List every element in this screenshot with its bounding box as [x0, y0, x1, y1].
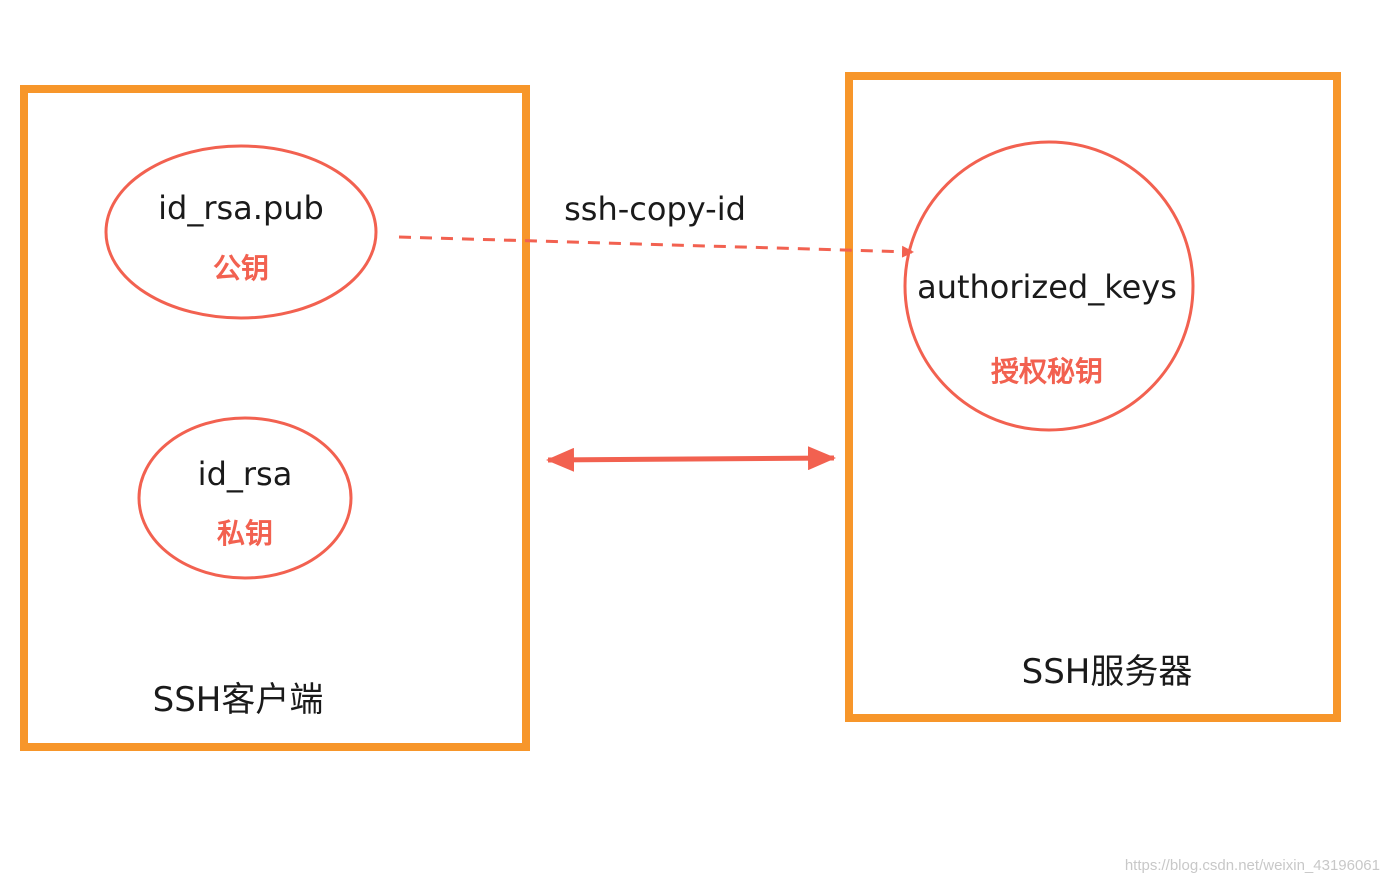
client-box: [20, 85, 530, 751]
connection-arrow: [546, 446, 836, 472]
public-key-name: id_rsa.pub: [158, 189, 324, 227]
authorized-keys-caption: 授权秘钥: [991, 355, 1103, 388]
server-label: SSH服务器: [1022, 652, 1193, 692]
authorized-keys-name: authorized_keys: [917, 268, 1177, 306]
private-key-caption: 私钥: [217, 517, 273, 550]
copy-arrow: [398, 235, 914, 258]
watermark: https://blog.csdn.net/weixin_43196061: [1125, 857, 1380, 874]
authorized-keys-node: [903, 140, 1195, 432]
public-key-node: [104, 144, 378, 320]
server-box: [845, 72, 1341, 722]
private-key-name: id_rsa: [198, 455, 293, 493]
private-key-node: [137, 416, 353, 580]
client-label: SSH客户端: [153, 680, 324, 720]
copy-command-label: ssh-copy-id: [564, 190, 746, 228]
public-key-caption: 公钥: [213, 252, 269, 285]
